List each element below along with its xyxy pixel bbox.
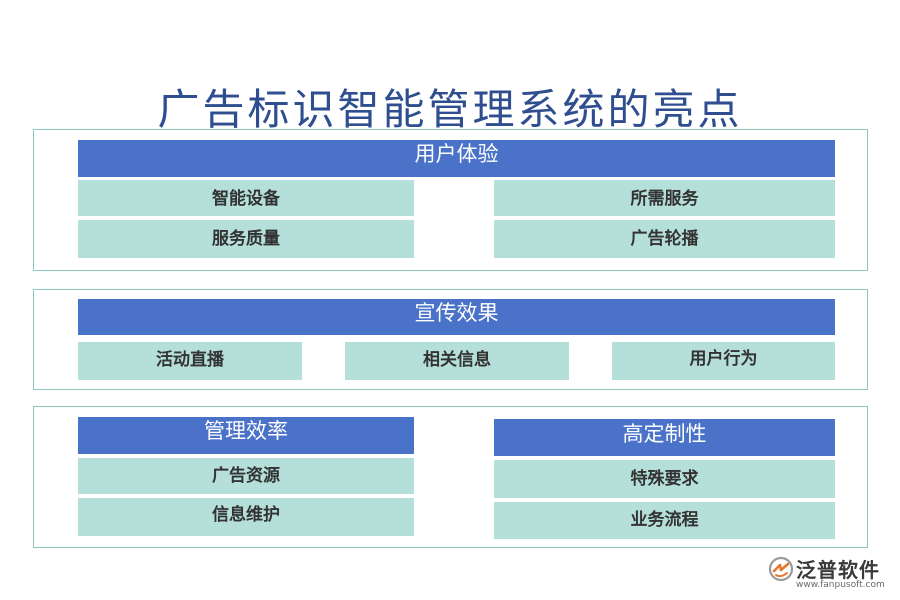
cell-required-service-label: 所需服务 (630, 189, 699, 209)
cell-ad-resources-label: 广告资源 (212, 466, 280, 486)
fanpu-logo: 泛普软件 www.fanpusoft.com (768, 554, 894, 594)
logo-url: www.fanpusoft.com (796, 580, 885, 590)
header-customization: 高定制性 (494, 419, 835, 458)
page-title: 广告标识智能管理系统的亮点 (157, 85, 743, 134)
cell-related-info-label: 相关信息 (423, 350, 491, 370)
header-user-experience: 用户体验 (78, 140, 835, 179)
cell-info-maintenance: 信息维护 (78, 498, 414, 536)
cell-live-broadcast-label: 活动直播 (156, 350, 224, 370)
cell-info-maintenance-label: 信息维护 (212, 505, 280, 525)
cell-related-info: 相关信息 (345, 342, 569, 380)
logo-name: 泛普软件 (796, 558, 880, 582)
cell-smart-device: 智能设备 (78, 180, 414, 218)
cell-smart-device-label: 智能设备 (212, 189, 280, 209)
cell-business-process: 业务流程 (494, 502, 835, 539)
cell-service-quality: 服务质量 (78, 220, 414, 258)
header-promotion-label: 宣传效果 (414, 301, 499, 325)
cell-ad-carousel-label: 广告轮播 (630, 229, 699, 249)
header-customization-label: 高定制性 (622, 422, 707, 446)
header-promotion: 宣传效果 (78, 299, 835, 337)
cell-user-behavior: 用户行为 (612, 342, 835, 380)
cell-special-requirements-label: 特殊要求 (630, 469, 699, 489)
cell-user-behavior-label: 用户行为 (689, 349, 758, 369)
header-management-efficiency-label: 管理效率 (204, 419, 288, 443)
fanpu-logo-icon (768, 556, 794, 582)
header-management-efficiency: 管理效率 (78, 417, 414, 456)
cell-ad-resources: 广告资源 (78, 458, 414, 496)
cell-required-service: 所需服务 (494, 180, 835, 218)
cell-ad-carousel: 广告轮播 (494, 220, 835, 258)
cell-live-broadcast: 活动直播 (78, 342, 302, 380)
header-user-experience-label: 用户体验 (414, 142, 499, 166)
cell-special-requirements: 特殊要求 (494, 460, 835, 500)
cell-business-process-label: 业务流程 (630, 510, 699, 530)
cell-service-quality-label: 服务质量 (212, 229, 280, 249)
